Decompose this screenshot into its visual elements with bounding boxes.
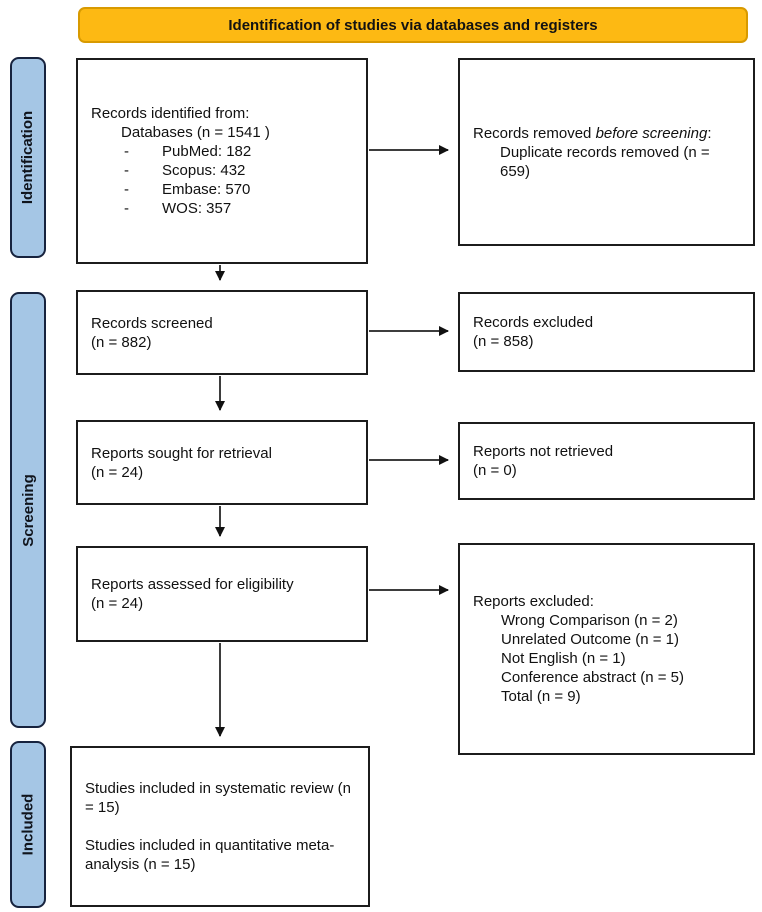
- banner-identification-of-studies: Identification of studies via databases …: [78, 7, 748, 43]
- records-removed-suffix: :: [707, 124, 712, 142]
- records-removed-prefix: Records removed: [473, 124, 596, 142]
- database-count-scopus: Scopus: 432: [162, 162, 246, 179]
- box-reports-not-retrieved: Reports not retrieved (n = 0): [458, 422, 755, 500]
- exclusion-reason-total: Total (n = 9): [501, 688, 581, 705]
- stage-label-identification-text: Identification: [19, 110, 37, 205]
- reports-excluded-title: Reports excluded:: [473, 593, 594, 610]
- reports-sought-line2: (n = 24): [91, 463, 144, 481]
- box-studies-included: Studies included in systematic review (n…: [70, 746, 370, 907]
- bullet-dash: -: [124, 200, 129, 217]
- box-records-excluded: Records excluded (n = 858): [458, 292, 755, 372]
- duplicate-records-removed: Duplicate records removed (n = 659): [500, 143, 710, 180]
- records-excluded-line2: (n = 858): [473, 333, 534, 350]
- exclusion-reason-wrong-comparison: Wrong Comparison (n = 2): [501, 612, 678, 629]
- stage-label-screening: Screening: [10, 292, 46, 728]
- records-removed-title: Records removed before screening:: [473, 124, 743, 143]
- box-records-screened: Records screened (n = 882): [76, 290, 368, 375]
- exclusion-reason-not-english: Not English (n = 1): [501, 650, 626, 667]
- bullet-dash: -: [124, 162, 129, 179]
- database-count-row: - Scopus: 432: [124, 161, 356, 180]
- stage-label-identification: Identification: [10, 57, 46, 258]
- banner-title: Identification of studies via databases …: [228, 16, 598, 34]
- studies-included-meta-analysis: Studies included in quantitative meta-an…: [85, 837, 335, 873]
- database-count-row: - Embase: 570: [124, 180, 356, 199]
- stage-label-included-text: Included: [19, 793, 37, 856]
- box-reports-assessed: Reports assessed for eligibility (n = 24…: [76, 546, 368, 642]
- records-screened-line1: Records screened: [91, 314, 213, 332]
- stage-label-screening-text: Screening: [19, 473, 37, 547]
- exclusion-reason-unrelated-outcome: Unrelated Outcome (n = 1): [501, 631, 680, 648]
- bullet-dash: -: [124, 181, 129, 198]
- reports-assessed-line1: Reports assessed for eligibility: [91, 576, 294, 593]
- box-records-removed-before-screening: Records removed before screening: Duplic…: [458, 58, 755, 246]
- box-reports-sought: Reports sought for retrieval (n = 24): [76, 420, 368, 505]
- studies-included-systematic-review: Studies included in systematic review (n…: [85, 780, 351, 816]
- box-records-identified: Records identified from: Databases (n = …: [76, 58, 368, 264]
- reports-sought-line1: Reports sought for retrieval: [91, 444, 272, 462]
- records-excluded-line1: Records excluded: [473, 314, 594, 331]
- exclusion-reason-conference-abstract: Conference abstract (n = 5): [501, 669, 685, 686]
- bullet-dash: -: [124, 143, 129, 160]
- database-count-pubmed: PubMed: 182: [162, 143, 252, 160]
- records-identified-title: Records identified from:: [91, 105, 250, 122]
- box-reports-excluded-reasons: Reports excluded: Wrong Comparison (n = …: [458, 543, 755, 755]
- reports-assessed-line2: (n = 24): [91, 595, 144, 612]
- records-screened-line2: (n = 882): [91, 333, 152, 351]
- reports-not-retrieved-line1: Reports not retrieved: [473, 443, 614, 460]
- reports-not-retrieved-line2: (n = 0): [473, 462, 517, 479]
- database-count-wos: WOS: 357: [162, 200, 232, 217]
- database-count-row: - WOS: 357: [124, 199, 356, 218]
- records-removed-italic: before screening: [595, 124, 708, 142]
- database-count-embase: Embase: 570: [162, 181, 251, 198]
- stage-label-included: Included: [10, 741, 46, 908]
- paragraph-gap: [85, 817, 358, 836]
- records-identified-subtitle: Databases (n = 1541 ): [121, 124, 270, 141]
- database-count-row: - PubMed: 182: [124, 142, 356, 161]
